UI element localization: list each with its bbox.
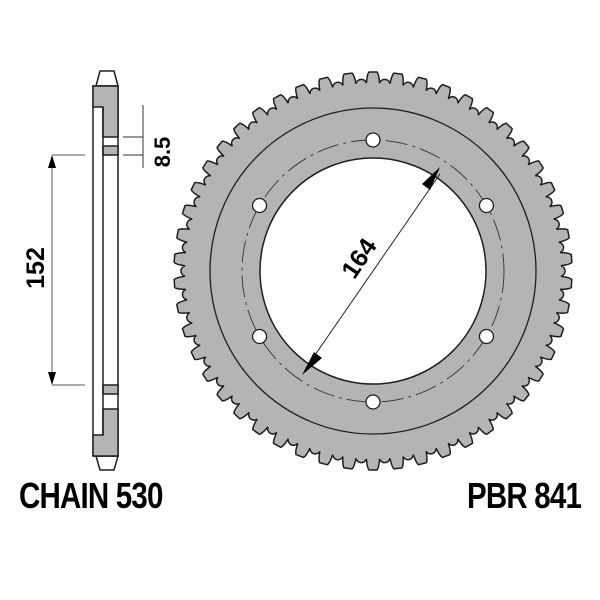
bolt-hole [478,328,495,345]
bolt-spacing-dimension [48,154,85,386]
side-view [92,70,119,471]
bolt-spacing-label: 152 [22,247,50,289]
chain-size-label: CHAIN 530 [19,475,163,516]
bore-dimension [302,167,441,375]
part-number-label: PBR 841 [466,475,582,516]
side-band-bottom [102,384,119,395]
thickness-dimension [123,105,144,168]
bore-label: 164 [336,233,383,283]
side-body [92,85,119,457]
bolt-holes [251,132,495,410]
bolt-circle [241,139,505,403]
bolt-hole [478,197,495,214]
sprocket-front-view [173,71,573,471]
bolt-hole [251,197,268,214]
side-tooth-top [95,70,119,87]
ring-line [209,107,537,435]
side-band-top [102,145,119,156]
side-tooth-bottom [95,455,119,471]
bolt-hole [251,328,268,345]
thickness-label: 8.5 [150,137,175,168]
bolt-hole [365,394,381,410]
bolt-hole [365,132,381,148]
